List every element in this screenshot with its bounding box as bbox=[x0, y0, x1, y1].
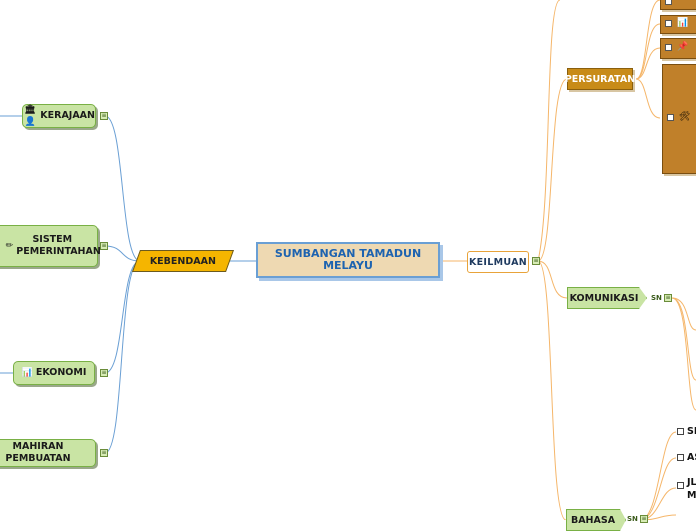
bahasa-child-as-label: AS bbox=[687, 452, 696, 463]
komunikasi-label: KOMUNIKASI bbox=[569, 292, 639, 304]
bahasa-child-se-label: SE bbox=[687, 426, 696, 437]
komunikasi-tag: SN bbox=[651, 294, 662, 302]
connector-bahasa bbox=[537, 260, 567, 520]
connector-persuratan bbox=[537, 78, 568, 262]
ekonomi-node[interactable]: 📊 EKONOMI bbox=[13, 361, 95, 385]
persuratan-node[interactable]: PERSURATAN bbox=[564, 68, 636, 90]
sistem-pemerintahan-node[interactable]: ✏ SISTEM PEMERINTAHAN bbox=[0, 225, 101, 267]
kerajaan-node[interactable]: 🏛👤 KERAJAAN bbox=[22, 104, 96, 128]
connector-kerajaan bbox=[104, 115, 141, 262]
bahasa-label: BAHASA bbox=[570, 514, 616, 526]
central-topic-label: SUMBANGAN TAMADUN MELAYU bbox=[274, 247, 422, 272]
pin-icon: 📌 bbox=[677, 42, 689, 52]
bahasa-child-se[interactable]: SE bbox=[677, 426, 696, 437]
komunikasi-node[interactable]: KOMUNIKASI bbox=[567, 287, 647, 309]
checkbox-1[interactable] bbox=[665, 0, 672, 5]
connector-p2 bbox=[635, 23, 661, 80]
bahasa-child-jl-label: JL bbox=[687, 477, 696, 488]
persuratan-child-1[interactable] bbox=[660, 0, 696, 10]
bahasa-child-m-label: M bbox=[687, 490, 696, 501]
keilmuan-node[interactable]: KEILMUAN bbox=[467, 251, 529, 273]
connector-ekonomi bbox=[104, 260, 141, 374]
checkbox-jl[interactable] bbox=[677, 482, 684, 489]
connector-sistem bbox=[104, 245, 141, 262]
chart-icon: 📊 bbox=[21, 368, 33, 378]
building-person-icon: 🏛👤 bbox=[24, 105, 36, 127]
sistem-pemerintahan-label: SISTEM PEMERINTAHAN bbox=[16, 234, 101, 257]
connector-k3 bbox=[671, 297, 696, 411]
central-topic[interactable]: SUMBANGAN TAMADUN MELAYU bbox=[256, 242, 440, 278]
checkbox-2[interactable] bbox=[665, 20, 672, 27]
tools-icon: 🛠 bbox=[679, 112, 691, 122]
bahasa-child-as[interactable]: AS bbox=[677, 452, 696, 463]
checkbox-4[interactable] bbox=[667, 114, 674, 121]
bahasa-child-jl[interactable]: JL M bbox=[677, 476, 696, 502]
checkbox-3[interactable] bbox=[665, 44, 672, 51]
mahiran-collapse-marker[interactable] bbox=[100, 449, 108, 457]
persuratan-child-3[interactable]: 📌 bbox=[660, 38, 696, 59]
persuratan-child-2[interactable]: 📊 bbox=[660, 15, 696, 34]
mahiran-pembuatan-label: MAHIRAN PEMBUATAN bbox=[5, 441, 71, 464]
connector-k2 bbox=[671, 297, 696, 381]
chart-icon: 📊 bbox=[677, 18, 689, 28]
pencil-icon: ✏ bbox=[5, 241, 14, 251]
checkbox-as[interactable] bbox=[677, 454, 684, 461]
keilmuan-label: KEILMUAN bbox=[468, 256, 528, 268]
komunikasi-collapse-marker[interactable] bbox=[664, 294, 672, 302]
kebendaan-label: KEBENDAAN bbox=[149, 255, 217, 267]
mahiran-pembuatan-node[interactable]: MAHIRAN PEMBUATAN bbox=[0, 439, 96, 467]
bahasa-tag: SN bbox=[627, 515, 638, 523]
bahasa-node[interactable]: BAHASA bbox=[566, 509, 626, 531]
kerajaan-label: KERAJAAN bbox=[40, 110, 95, 121]
kebendaan-node[interactable]: KEBENDAAN bbox=[131, 250, 235, 272]
bahasa-collapse-marker[interactable] bbox=[640, 515, 648, 523]
sistem-collapse-marker[interactable] bbox=[100, 242, 108, 250]
keilmuan-collapse-marker[interactable] bbox=[532, 257, 540, 265]
ekonomi-label: EKONOMI bbox=[35, 367, 87, 378]
ekonomi-collapse-marker[interactable] bbox=[100, 369, 108, 377]
connector-p4 bbox=[635, 78, 661, 119]
connector-komunikasi bbox=[537, 260, 568, 299]
persuratan-label: PERSURATAN bbox=[564, 73, 636, 85]
checkbox-se[interactable] bbox=[677, 428, 684, 435]
connector-p1 bbox=[635, 0, 661, 80]
connector-mahiran bbox=[104, 260, 141, 454]
connector-p3 bbox=[635, 47, 661, 80]
kerajaan-collapse-marker[interactable] bbox=[100, 112, 108, 120]
connector-top bbox=[537, 0, 561, 262]
